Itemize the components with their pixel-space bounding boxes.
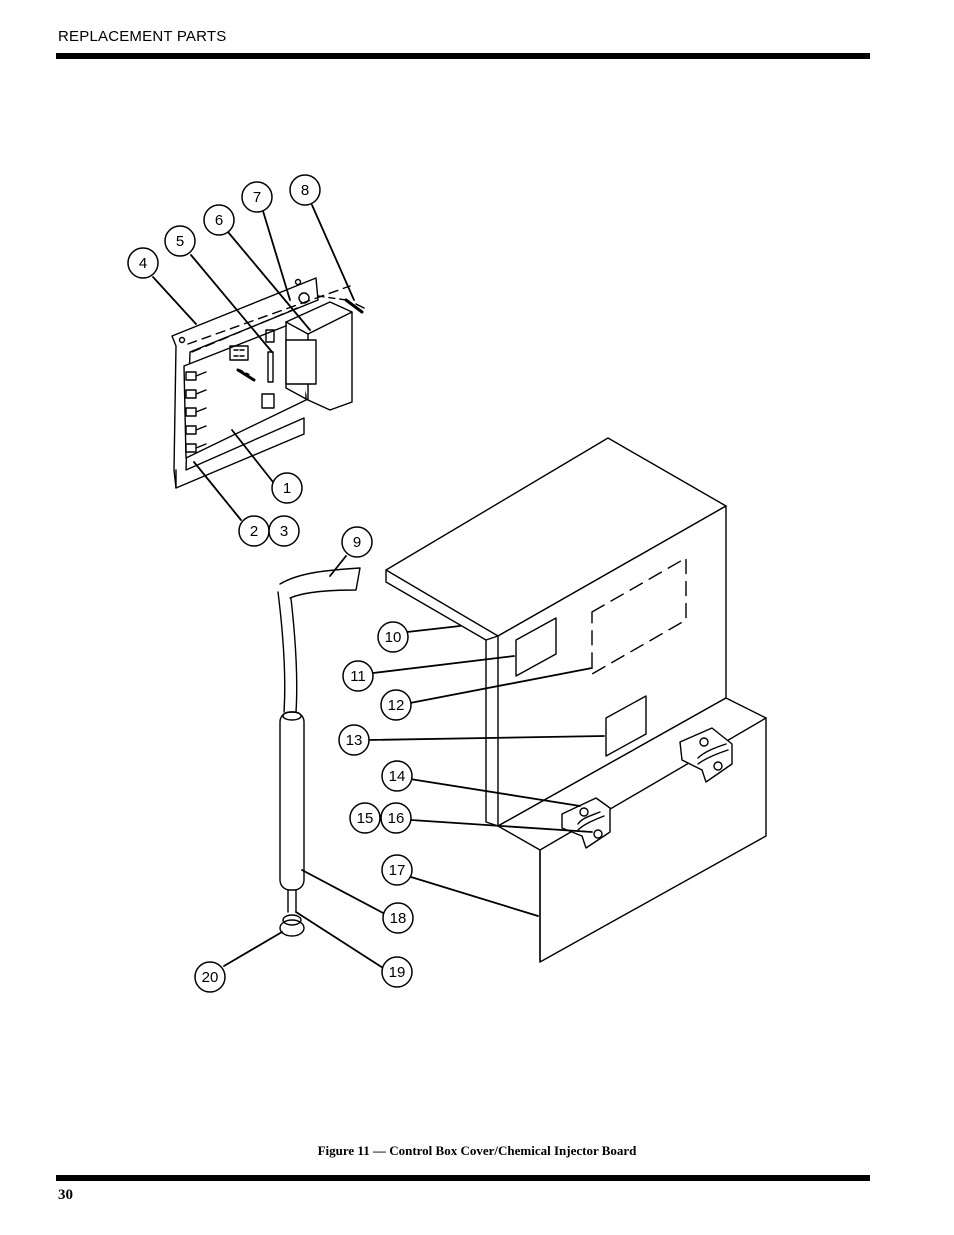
- callout-label: 3: [280, 523, 288, 540]
- callout-label: 6: [215, 212, 223, 229]
- callout-label: 14: [389, 768, 406, 785]
- callout-7: 7: [241, 181, 273, 213]
- callout-18: 18: [382, 902, 414, 934]
- callout-20: 20: [194, 961, 226, 993]
- callout-label: 20: [202, 969, 219, 986]
- callout-15: 15: [349, 802, 381, 834]
- callout-4: 4: [127, 247, 159, 279]
- control-box-cover: [385, 437, 767, 963]
- callout-1: 1: [271, 472, 303, 504]
- callout-label: 7: [253, 189, 261, 206]
- callout-6: 6: [203, 204, 235, 236]
- callout-label: 17: [389, 862, 406, 879]
- callout-19: 19: [381, 956, 413, 988]
- callout-13: 13: [338, 724, 370, 756]
- injector-tube-assembly: [277, 567, 361, 937]
- callout-3: 3: [268, 515, 300, 547]
- footer-rule: [56, 1175, 870, 1181]
- callout-label: 5: [176, 233, 184, 250]
- callout-8: 8: [289, 174, 321, 206]
- page-number: 30: [58, 1187, 73, 1203]
- callout-label: 4: [139, 255, 147, 272]
- callout-label: 10: [385, 629, 402, 646]
- callout-label: 9: [353, 534, 361, 551]
- callout-5: 5: [164, 225, 196, 257]
- leader-lines: [152, 204, 605, 969]
- callout-label: 18: [390, 910, 407, 927]
- callout-label: 8: [301, 182, 309, 199]
- callout-11: 11: [342, 660, 374, 692]
- callout-10: 10: [377, 621, 409, 653]
- callout-label: 16: [388, 810, 405, 827]
- callout-label: 13: [346, 732, 363, 749]
- callout-9: 9: [341, 526, 373, 558]
- header-rule: [56, 53, 870, 59]
- callout-14: 14: [381, 760, 413, 792]
- section-title: REPLACEMENT PARTS: [58, 28, 227, 45]
- callout-label: 1: [283, 480, 291, 497]
- callout-label: 12: [388, 697, 405, 714]
- callout-2: 2: [238, 515, 270, 547]
- callout-17: 17: [381, 854, 413, 886]
- callout-16: 16: [380, 802, 412, 834]
- callout-label: 2: [250, 523, 258, 540]
- figure-caption: Figure 11 — Control Box Cover/Chemical I…: [317, 1143, 637, 1158]
- callout-label: 11: [350, 668, 366, 685]
- injector-board-assembly: [171, 277, 365, 489]
- callout-label: 15: [357, 810, 374, 827]
- callout-label: 19: [389, 964, 406, 981]
- callout-12: 12: [380, 689, 412, 721]
